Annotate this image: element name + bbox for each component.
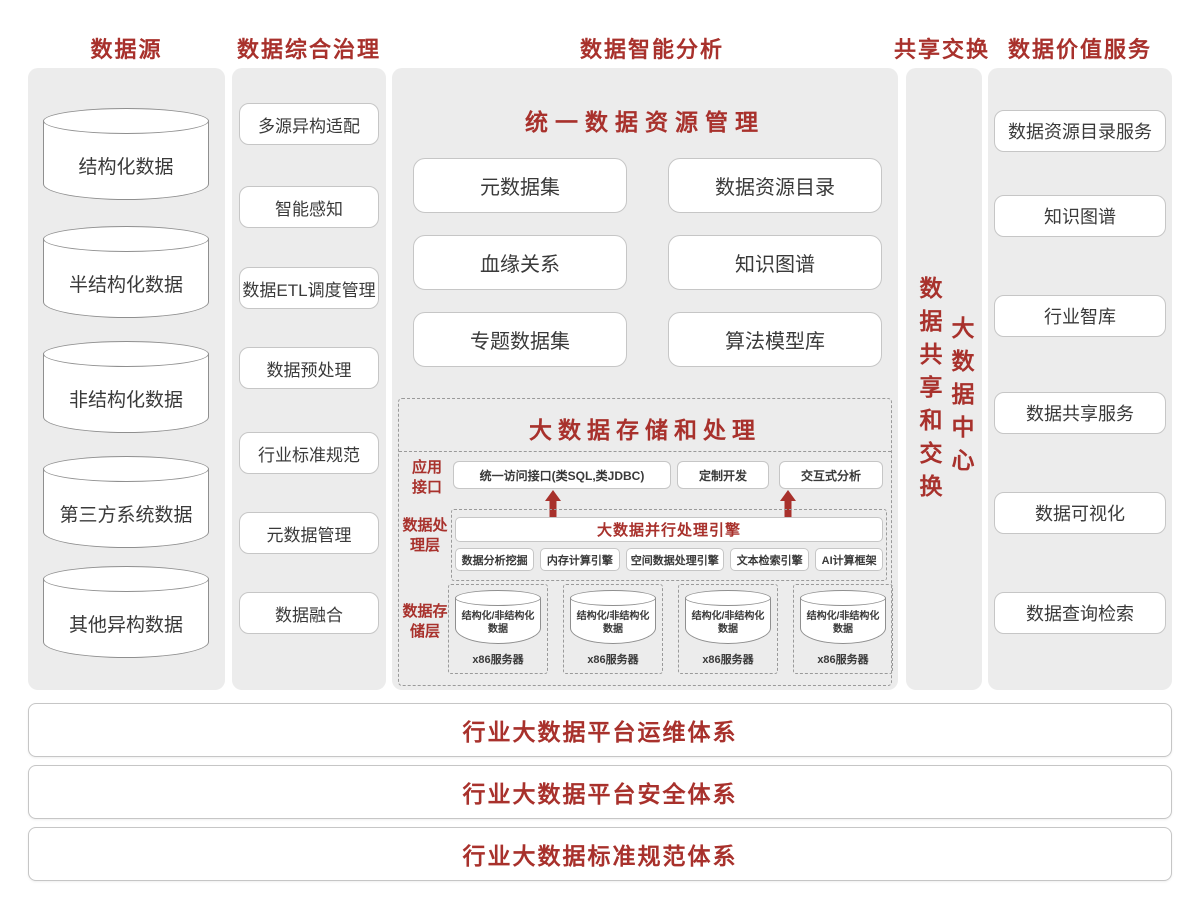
datacenter-vertical-text: 大数据中心 <box>948 316 974 481</box>
footer-bar-security: 行业大数据平台安全体系 <box>28 765 1172 819</box>
panel-value-services: 数据资源目录服务 知识图谱 行业智库 数据共享服务 数据可视化 数据查询检索 <box>988 68 1172 690</box>
cylinder-body <box>43 579 209 658</box>
cylinder-label: 结构化数据 <box>78 156 174 178</box>
governance-box: 元数据管理 <box>239 512 379 554</box>
panel-data-sources: 结构化数据 半结构化数据 非结构化数据 第三方系统数据 其他异构数据 <box>28 68 225 690</box>
cylinder-cap <box>455 590 541 606</box>
cylinder-body <box>685 598 771 644</box>
storage-processing-block: 大数据存储和处理 应用 接口 统一访问接口(类SQL,类JDBC) 定制开发 交… <box>398 398 893 686</box>
cylinder-other-heterogeneous-data: 其他异构数据 <box>43 566 209 658</box>
cylinder-cap <box>43 456 209 482</box>
footer-bar-operations: 行业大数据平台运维体系 <box>28 703 1172 757</box>
storage-processing-title: 大数据存储和处理 <box>529 417 761 443</box>
cylinder-cap <box>685 590 771 606</box>
value-box-sharing-service: 数据共享服务 <box>994 392 1166 434</box>
cylinder-cap <box>43 341 209 367</box>
cylinder-body <box>43 469 209 548</box>
engine-box-spatial: 空间数据处理引擎 <box>625 548 725 571</box>
footer-bar-standards: 行业大数据标准规范体系 <box>28 827 1172 881</box>
value-box-query-retrieval: 数据查询检索 <box>994 592 1166 634</box>
server-label: x86服务器 <box>587 654 639 666</box>
governance-box: 多源异构适配 <box>239 103 379 145</box>
resource-box-knowledge-graph: 知识图谱 <box>668 235 882 290</box>
app-box-interactive-analysis: 交互式分析 <box>779 461 883 489</box>
storage-node-cylinder: 结构化/非结构化 数据 <box>800 590 886 644</box>
engine-box-text-search: 文本检索引擎 <box>730 548 810 571</box>
header-value-services: 数据价值服务 <box>1007 37 1152 62</box>
header-governance: 数据综合治理 <box>236 37 381 62</box>
resource-box-topic-dataset: 专题数据集 <box>413 312 627 367</box>
resource-management-title: 统一数据资源管理 <box>525 109 765 135</box>
governance-box: 数据融合 <box>239 592 379 634</box>
app-box-unified-access: 统一访问接口(类SQL,类JDBC) <box>453 461 671 489</box>
processing-layer-label: 数据处 理层 <box>402 517 448 554</box>
engine-box-analytics-mining: 数据分析挖掘 <box>455 548 535 571</box>
resource-box-algorithm-library: 算法模型库 <box>668 312 882 367</box>
cylinder-unstructured-data: 非结构化数据 <box>43 341 209 433</box>
cylinder-label: 结构化/非结构化 数据 <box>691 610 765 636</box>
app-interface-label: 应用 接口 <box>411 459 442 496</box>
cylinder-label: 半结构化数据 <box>68 274 183 296</box>
cylinder-cap <box>43 108 209 134</box>
cylinder-label: 结构化/非结构化 数据 <box>806 610 880 636</box>
cylinder-body <box>43 121 209 200</box>
app-box-custom-dev: 定制开发 <box>677 461 769 489</box>
storage-layer-label: 数据存 储层 <box>402 603 448 640</box>
parallel-engine-box: 大数据并行处理引擎 <box>455 517 883 542</box>
storage-node: 结构化/非结构化 数据 x86服务器 <box>563 584 663 674</box>
storage-node: 结构化/非结构化 数据 x86服务器 <box>793 584 893 674</box>
governance-box: 行业标准规范 <box>239 432 379 474</box>
cylinder-body <box>43 239 209 318</box>
resource-box-lineage: 血缘关系 <box>413 235 627 290</box>
governance-box: 数据预处理 <box>239 347 379 389</box>
header-data-sources: 数据源 <box>90 37 163 62</box>
cylinder-cap <box>43 566 209 592</box>
governance-box: 数据ETL调度管理 <box>239 267 379 309</box>
panel-exchange <box>906 68 982 690</box>
cylinder-cap <box>43 226 209 252</box>
server-label: x86服务器 <box>472 654 524 666</box>
storage-node-cylinder: 结构化/非结构化 数据 <box>685 590 771 644</box>
value-box-visualization: 数据可视化 <box>994 492 1166 534</box>
value-box-catalog-service: 数据资源目录服务 <box>994 110 1166 152</box>
governance-box: 智能感知 <box>239 186 379 228</box>
cylinder-label: 其他异构数据 <box>68 614 183 636</box>
engine-row: 数据分析挖掘 内存计算引擎 空间数据处理引擎 文本检索引擎 AI计算框架 <box>455 548 883 571</box>
header-exchange: 共享交换 <box>893 37 990 62</box>
storage-node: 结构化/非结构化 数据 x86服务器 <box>678 584 778 674</box>
cylinder-label: 非结构化数据 <box>68 389 183 411</box>
resource-box-data-catalog: 数据资源目录 <box>668 158 882 213</box>
storage-node: 结构化/非结构化 数据 x86服务器 <box>448 584 548 674</box>
cylinder-label: 结构化/非结构化 数据 <box>461 610 535 636</box>
panel-governance: 多源异构适配 智能感知 数据ETL调度管理 数据预处理 行业标准规范 元数据管理… <box>232 68 386 690</box>
header-analysis: 数据智能分析 <box>579 37 724 62</box>
panel-analysis: 统一数据资源管理 元数据集 数据资源目录 血缘关系 知识图谱 专题数据集 算法模… <box>392 68 898 690</box>
storage-node-cylinder: 结构化/非结构化 数据 <box>570 590 656 644</box>
storage-node-cylinder: 结构化/非结构化 数据 <box>455 590 541 644</box>
divider <box>399 451 891 452</box>
exchange-vertical-text: 数据共享和交换 <box>916 276 942 507</box>
cylinder-cap <box>800 590 886 606</box>
processing-layer-box: 大数据并行处理引擎 数据分析挖掘 内存计算引擎 空间数据处理引擎 文本检索引擎 … <box>451 509 887 581</box>
engine-box-ai-framework: AI计算框架 <box>815 548 883 571</box>
server-label: x86服务器 <box>702 654 754 666</box>
cylinder-body <box>43 354 209 433</box>
cylinder-label: 第三方系统数据 <box>59 504 193 526</box>
engine-box-in-memory: 内存计算引擎 <box>540 548 620 571</box>
cylinder-label: 结构化/非结构化 数据 <box>576 610 650 636</box>
resource-box-metadata-set: 元数据集 <box>413 158 627 213</box>
cylinder-third-party-data: 第三方系统数据 <box>43 456 209 548</box>
value-box-knowledge-graph: 知识图谱 <box>994 195 1166 237</box>
value-box-industry-thinktank: 行业智库 <box>994 295 1166 337</box>
cylinder-semi-structured-data: 半结构化数据 <box>43 226 209 318</box>
server-label: x86服务器 <box>817 654 869 666</box>
cylinder-structured-data: 结构化数据 <box>43 108 209 200</box>
cylinder-cap <box>570 590 656 606</box>
